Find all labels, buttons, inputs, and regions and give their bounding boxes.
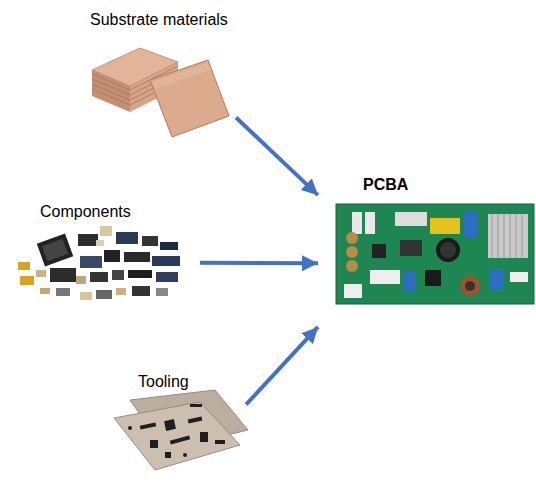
tooling-illustration xyxy=(114,390,248,470)
flow-arrow xyxy=(200,261,318,266)
image-node: PCBA xyxy=(318,175,536,330)
substrate-illustration xyxy=(92,48,229,137)
node-label: Tooling xyxy=(138,373,189,391)
node-label: Components xyxy=(40,203,131,221)
flow-arrow xyxy=(236,118,318,196)
image-node: Components xyxy=(12,200,200,310)
pcba-illustration xyxy=(336,204,534,304)
node-label: PCBA xyxy=(363,176,408,194)
node-label: Substrate materials xyxy=(90,11,228,29)
image-node: Substrate materials xyxy=(85,8,236,140)
components-illustration xyxy=(18,226,180,300)
image-node: Tooling xyxy=(110,370,246,475)
flow-arrow xyxy=(246,327,318,405)
